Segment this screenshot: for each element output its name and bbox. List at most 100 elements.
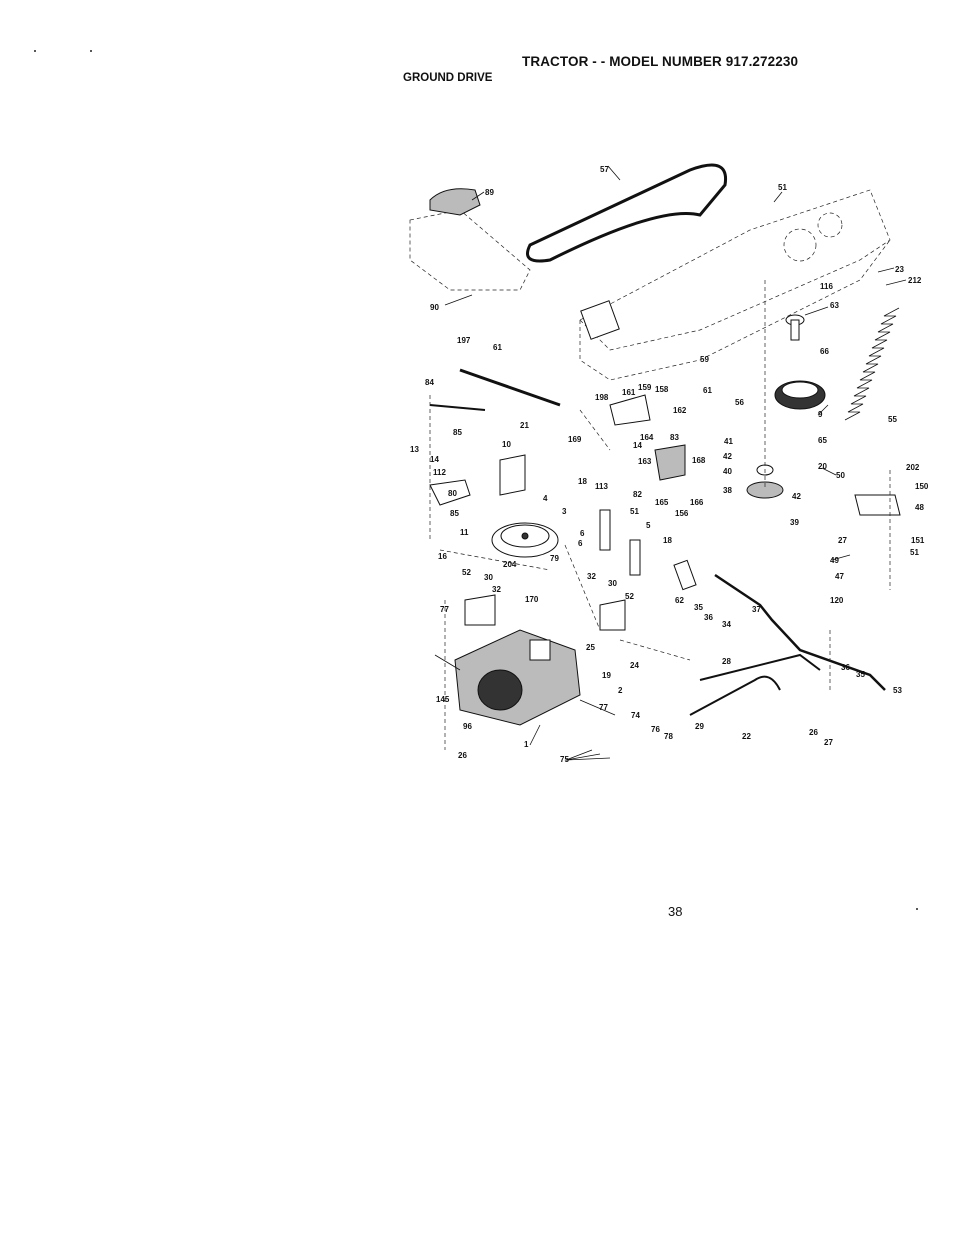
part-label: 35 [694,603,703,612]
part-label: 84 [425,378,434,387]
part-label: 36 [841,663,850,672]
transmission-pulley [491,522,559,558]
part-label: 83 [670,433,679,442]
part-label: 57 [600,165,609,174]
part-label: 56 [735,398,744,407]
part-label: 170 [525,595,539,604]
part-label: 24 [630,661,639,670]
linkage-rods [429,368,886,716]
part-label: 6 [578,539,583,548]
part-label: 204 [503,560,517,569]
part-label: 19 [602,671,611,680]
part-label: 79 [550,554,559,563]
part-label: 27 [824,738,833,747]
part-label: 22 [742,732,751,741]
part-label: 16 [438,552,447,561]
transaxle [434,629,616,726]
part-label: 202 [906,463,920,472]
part-label: 168 [692,456,706,465]
part-label: 113 [595,482,608,491]
part-label: 26 [458,751,467,760]
part-label: 77 [599,703,608,712]
part-label: 32 [587,572,596,581]
part-label: 37 [752,605,761,614]
part-label: 89 [485,188,494,197]
part-label: 47 [835,572,844,581]
electric-clutch [746,314,826,499]
part-label: 1 [524,740,529,749]
part-label: 90 [430,303,439,312]
part-label: 11 [460,528,469,537]
part-label: 18 [578,477,587,486]
part-label: 32 [492,585,501,594]
part-labels: 89 57 51 90 23 212 116 63 197 61 66 59 8… [410,165,929,764]
part-label: 61 [493,343,502,352]
part-label: 76 [651,725,660,734]
part-label: 41 [724,437,733,446]
leader-lines [444,165,907,761]
part-label: 35 [856,670,865,679]
part-label: 198 [595,393,609,402]
part-label: 159 [638,383,652,392]
part-label: 30 [484,573,493,582]
part-label: 158 [655,385,669,394]
part-label: 49 [830,556,839,565]
part-label: 18 [663,536,672,545]
part-label: 5 [646,521,651,530]
part-label: 50 [836,471,845,480]
part-label: 164 [640,433,654,442]
page-title: TRACTOR - - MODEL NUMBER 917.272230 [522,54,799,69]
page-number: 38 [668,904,683,919]
part-label: 39 [790,518,799,527]
part-label: 4 [543,494,548,503]
part-label: 14 [430,455,439,464]
part-label: 21 [520,421,529,430]
part-label: 112 [433,468,446,477]
assembly-lines [429,280,891,750]
part-label: 96 [463,722,472,731]
part-label: 62 [675,596,684,605]
part-label: 48 [915,503,924,512]
scan-speck [90,50,92,52]
part-label: 28 [722,657,731,666]
part-label: 14 [633,441,642,450]
part-label: 165 [655,498,669,507]
part-label: 53 [893,686,902,695]
part-label: 61 [703,386,712,395]
part-label: 52 [462,568,471,577]
part-label: 51 [910,548,919,557]
section-title: GROUND DRIVE [403,72,493,84]
part-label: 51 [778,183,787,192]
part-label: 163 [638,457,652,466]
part-label: 85 [450,509,459,518]
exploded-parts-diagram: 89 57 51 90 23 212 116 63 197 61 66 59 8… [409,163,929,764]
part-label: 55 [888,415,897,424]
part-label: 212 [908,276,922,285]
part-label: 13 [410,445,419,454]
part-label: 9 [818,410,823,419]
part-label: 30 [608,579,617,588]
part-label: 52 [625,592,634,601]
part-label: 42 [723,452,732,461]
part-label: 40 [723,467,732,476]
part-label: 23 [895,265,904,274]
part-label: 6 [580,529,585,538]
part-label: 197 [457,336,471,345]
part-label: 169 [568,435,582,444]
fender-part [429,188,481,216]
part-label: 63 [830,301,839,310]
part-label: 82 [633,490,642,499]
part-label: 25 [586,643,595,652]
part-label: 2 [618,686,623,695]
part-label: 145 [436,695,450,704]
part-label: 20 [818,462,827,471]
scan-speck [916,908,918,910]
part-label: 29 [695,722,704,731]
part-label: 77 [440,605,449,614]
part-label: 36 [704,613,713,622]
part-label: 26 [809,728,818,737]
part-label: 150 [915,482,929,491]
part-label: 38 [723,486,732,495]
part-label: 151 [911,536,925,545]
part-label: 162 [673,406,687,415]
